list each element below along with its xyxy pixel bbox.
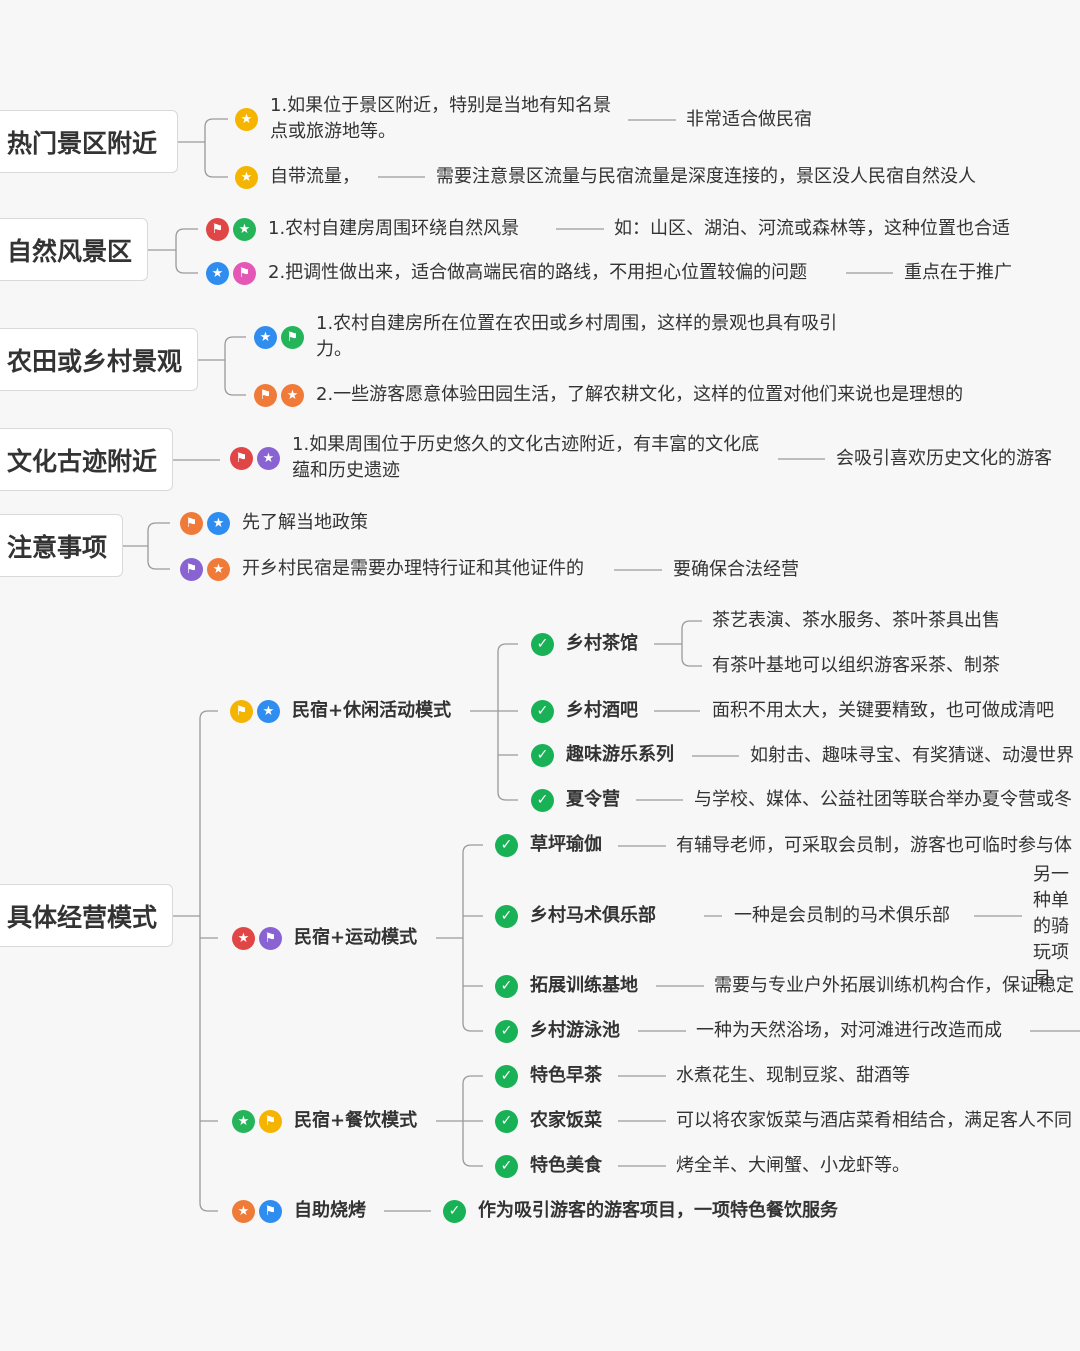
check-icon: ✓ (531, 788, 554, 812)
topic-n9a[interactable]: 要确保合法经营 (673, 559, 799, 580)
star-icon: ★ (235, 107, 258, 131)
topic-n4a[interactable]: 重点在于推广 (904, 262, 1012, 283)
root-topic-r6[interactable]: 具体经营模式 (0, 884, 173, 947)
topic-n7a[interactable]: 会吸引喜欢历史文化的游客 (836, 448, 1052, 469)
check-icon: ✓ (495, 1109, 518, 1133)
check-icon: ✓ (495, 1154, 518, 1178)
connector-bracket (175, 228, 198, 274)
topic-m3c1[interactable]: 烤全羊、大闸蟹、小龙虾等。 (676, 1155, 910, 1176)
flag-icon: ⚑ (259, 1109, 282, 1133)
topic-n3[interactable]: 1.农村自建房周围环绕自然风景 (268, 218, 520, 239)
flag-icon: ⚑ (254, 383, 277, 407)
topic-m3c[interactable]: 特色美食 (530, 1155, 602, 1176)
topic-m2c[interactable]: 拓展训练基地 (530, 975, 638, 996)
topic-m1c1[interactable]: 如射击、趣味寻宝、有奖猜谜、动漫世界 (750, 745, 1074, 766)
connector-bracket (681, 620, 702, 667)
topic-m4a[interactable]: 作为吸引游客的游客项目，一项特色餐饮服务 (478, 1200, 838, 1221)
check-icon: ✓ (531, 699, 554, 723)
topic-m1a2[interactable]: 有茶叶基地可以组织游客采茶、制茶 (712, 655, 1000, 676)
check-icon: ✓ (495, 833, 518, 857)
star-icon: ★ (281, 383, 304, 407)
topic-n8[interactable]: 先了解当地政策 (242, 512, 368, 533)
flag-icon: ⚑ (180, 511, 203, 535)
topic-m2b2[interactable]: 另一种单的骑玩项目 (1033, 864, 1069, 989)
topic-n4[interactable]: 2.把调性做出来，适合做高端民宿的路线，不用担心位置较偏的问题 (268, 262, 808, 283)
topic-m3[interactable]: 民宿+餐饮模式 (294, 1110, 418, 1131)
flag-icon: ⚑ (259, 1199, 282, 1223)
topic-m2d1[interactable]: 一种为天然浴场，对河滩进行改造而成 (696, 1020, 1002, 1041)
topic-m3b1[interactable]: 可以将农家饭菜与酒店菜肴相结合，满足客人不同 (676, 1110, 1072, 1131)
topic-n3a[interactable]: 如：山区、湖泊、河流或森林等，这种位置也合适 (614, 218, 1010, 239)
topic-m1a[interactable]: 乡村茶馆 (566, 633, 638, 654)
topic-n2a[interactable]: 需要注意景区流量与民宿流量是深度连接的，景区没人民宿自然没人 (436, 166, 976, 187)
root-topic-r4[interactable]: 文化古迹附近 (0, 428, 173, 491)
connector-bracket (462, 844, 483, 1032)
star-icon: ★ (232, 1199, 255, 1223)
topic-n2[interactable]: 自带流量， (270, 166, 360, 187)
topic-m1[interactable]: 民宿+休闲活动模式 (292, 700, 452, 721)
star-icon: ★ (254, 325, 277, 349)
check-icon: ✓ (495, 1019, 518, 1043)
topic-m1b1[interactable]: 面积不用太大，关键要精致，也可做成清吧 (712, 700, 1054, 721)
topic-m1d1[interactable]: 与学校、媒体、公益社团等联合举办夏令营或冬 (694, 789, 1072, 810)
star-icon: ★ (207, 557, 230, 581)
star-icon: ★ (235, 165, 258, 189)
check-icon: ✓ (495, 904, 518, 928)
connector-bracket (462, 1075, 483, 1167)
topic-m2[interactable]: 民宿+运动模式 (294, 927, 418, 948)
root-topic-r1[interactable]: 热门景区附近 (0, 110, 178, 173)
star-icon: ★ (257, 699, 280, 723)
topic-m2a[interactable]: 草坪瑜伽 (530, 834, 602, 855)
topic-m3a1[interactable]: 水煮花生、现制豆浆、甜酒等 (676, 1065, 910, 1086)
topic-n1a[interactable]: 非常适合做民宿 (686, 109, 812, 130)
topic-n1[interactable]: 1.如果位于景区附近，特别是当地有知名景点或旅游地等。 (270, 95, 612, 142)
root-topic-r5[interactable]: 注意事项 (0, 514, 123, 577)
flag-icon: ⚑ (230, 446, 253, 470)
connector-bracket (147, 522, 170, 570)
topic-n5[interactable]: 1.农村自建房所在位置在农田或乡村周围，这样的景观也具有吸引力。 (316, 313, 838, 360)
flag-icon: ⚑ (233, 261, 256, 285)
root-topic-r2[interactable]: 自然风景区 (0, 218, 148, 281)
check-icon: ✓ (495, 974, 518, 998)
check-icon: ✓ (531, 743, 554, 767)
topic-n9[interactable]: 开乡村民宿是需要办理特行证和其他证件的 (242, 558, 584, 579)
star-icon: ★ (232, 1109, 255, 1133)
topic-m3a[interactable]: 特色早茶 (530, 1065, 602, 1086)
root-topic-r3[interactable]: 农田或乡村景观 (0, 328, 198, 391)
topic-n7[interactable]: 1.如果周围位于历史悠久的文化古迹附近，有丰富的文化底蕴和历史遗迹 (292, 434, 760, 481)
star-icon: ★ (257, 446, 280, 470)
topic-m1b[interactable]: 乡村酒吧 (566, 700, 638, 721)
flag-icon: ⚑ (206, 217, 229, 241)
topic-m1c[interactable]: 趣味游乐系列 (566, 744, 674, 765)
connector-bracket (199, 710, 218, 1212)
topic-m3b[interactable]: 农家饭菜 (530, 1110, 602, 1131)
star-icon: ★ (233, 217, 256, 241)
flag-icon: ⚑ (281, 325, 304, 349)
check-icon: ✓ (443, 1199, 466, 1223)
connector-bracket (224, 336, 246, 396)
topic-m2b1[interactable]: 一种是会员制的马术俱乐部 (734, 905, 950, 926)
topic-m1d[interactable]: 夏令营 (566, 789, 620, 810)
topic-m4[interactable]: 自助烧烤 (294, 1200, 366, 1221)
topic-m2b[interactable]: 乡村马术俱乐部 (530, 905, 656, 926)
check-icon: ✓ (495, 1064, 518, 1088)
connector-bracket (204, 118, 228, 178)
flag-icon: ⚑ (230, 699, 253, 723)
topic-m2c1[interactable]: 需要与专业户外拓展训练机构合作，保证稳定 (714, 975, 1074, 996)
topic-n6[interactable]: 2.一些游客愿意体验田园生活，了解农耕文化，这样的位置对他们来说也是理想的 (316, 384, 964, 405)
flag-icon: ⚑ (259, 926, 282, 950)
star-icon: ★ (206, 261, 229, 285)
star-icon: ★ (207, 511, 230, 535)
check-icon: ✓ (531, 632, 554, 656)
star-icon: ★ (232, 926, 255, 950)
topic-m2d[interactable]: 乡村游泳池 (530, 1020, 620, 1041)
flag-icon: ⚑ (180, 557, 203, 581)
connector-bracket (497, 643, 518, 801)
topic-m1a1[interactable]: 茶艺表演、茶水服务、茶叶茶具出售 (712, 610, 1000, 631)
topic-m2a1[interactable]: 有辅导老师，可采取会员制，游客也可临时参与体 (676, 835, 1072, 856)
